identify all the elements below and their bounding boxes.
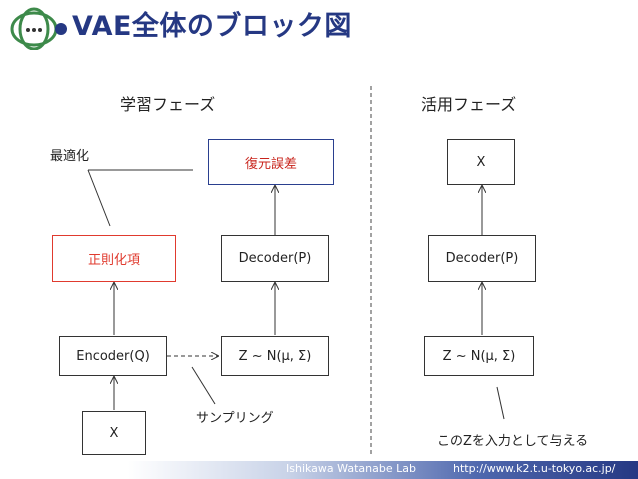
footer-lab-name: Ishikawa Watanabe Lab xyxy=(286,462,416,475)
inference-decoder-box: Decoder(P) xyxy=(428,235,536,282)
inference-latent-label: Z ~ N(μ, Σ) xyxy=(442,348,516,364)
encoder-label: Encoder(Q) xyxy=(76,348,150,364)
training-decoder-label: Decoder(P) xyxy=(238,251,312,266)
regularization-term-label: 正則化項 xyxy=(87,253,140,268)
sampling-label: サンプリング xyxy=(196,411,274,426)
training-phase-heading: 学習フェーズ xyxy=(120,95,216,114)
slide-title: VAE全体のブロック図 xyxy=(72,11,352,42)
footer-bar xyxy=(0,461,638,479)
training-latent-box: Z ~ N(μ, Σ) xyxy=(221,336,329,376)
footer-url: http://www.k2.t.u-tokyo.ac.jp/ xyxy=(453,462,616,475)
inference-latent-box: Z ~ N(μ, Σ) xyxy=(424,336,534,376)
training-input-label: X xyxy=(109,425,119,441)
input-note-pointer xyxy=(496,386,505,420)
inference-decoder-label: Decoder(P) xyxy=(445,251,519,266)
optimize-label: 最適化 xyxy=(50,149,90,164)
reconstruction-error-label: 復元誤差 xyxy=(244,156,297,172)
training-decoder-box: Decoder(P) xyxy=(221,235,329,282)
reconstruction-error-box: 復元誤差 xyxy=(208,139,334,185)
optimize-line-diagonal xyxy=(87,169,111,227)
inference-phase-heading: 活用フェーズ xyxy=(421,95,517,114)
inference-output-label: X xyxy=(476,154,486,170)
sampling-pointer xyxy=(191,366,216,405)
input-note-label: このZを入力として与える xyxy=(437,434,589,449)
regularization-term-box: 正則化項 xyxy=(52,235,176,282)
inference-output-box: X xyxy=(447,139,515,185)
training-input-box: X xyxy=(82,411,146,455)
training-latent-label: Z ~ N(μ, Σ) xyxy=(238,348,312,364)
lab-logo-icon xyxy=(10,7,67,50)
encoder-box: Encoder(Q) xyxy=(59,336,167,376)
